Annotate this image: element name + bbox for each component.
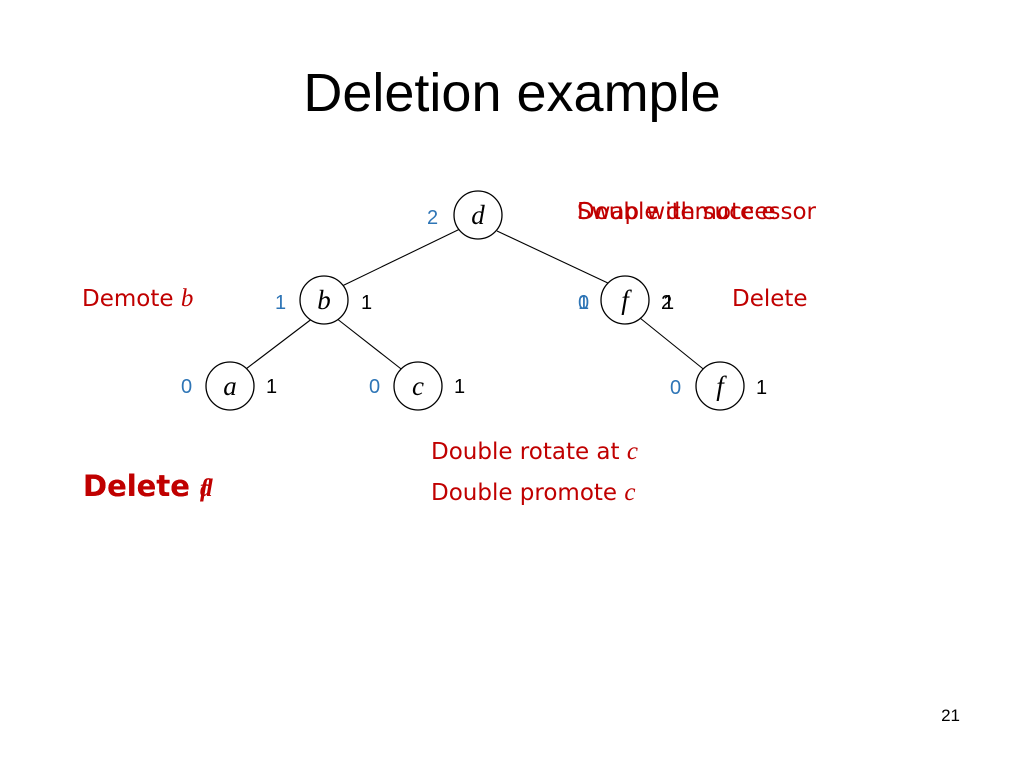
rank-label: 1 <box>361 292 372 314</box>
annotation-delete: Delete <box>732 286 808 312</box>
node-label: f <box>621 285 632 315</box>
annotation-variable: f <box>200 475 209 502</box>
rank-label: 0 <box>181 376 192 398</box>
node-b: b <box>299 275 349 325</box>
rank-label: 1 <box>266 376 277 398</box>
node-d: d <box>453 190 503 240</box>
annotation-demote-b: Demote b <box>82 285 193 313</box>
rank-label-overlay: 1 <box>578 292 589 314</box>
node-f-bottom: f <box>695 361 745 411</box>
rank-label: 2 <box>427 207 438 229</box>
annotation-double-rotate: Double rotate at c <box>431 438 638 466</box>
rank-label: 1 <box>756 377 767 399</box>
node-label: a <box>223 371 237 401</box>
annotation-double-demote: Double demote e <box>577 199 776 225</box>
annotation-text: Delete <box>83 469 190 503</box>
node-a: a <box>205 361 255 411</box>
annotation-text: Double rotate at <box>431 439 620 465</box>
edge-f-f <box>639 317 708 373</box>
annotation-delete-main: Delete d <box>83 469 213 503</box>
annotation-text: Demote <box>82 286 174 312</box>
edge-b-c <box>335 317 406 373</box>
rank-label: 0 <box>369 376 380 398</box>
edge-d-f <box>496 230 611 285</box>
annotation-swap-with-successor: Swap with successor <box>577 199 817 225</box>
annotation-variable: c <box>626 438 638 465</box>
node-label: d <box>471 200 485 230</box>
node-f-top: f <box>600 275 650 325</box>
annotation-delete-main-overlay: Delete f <box>83 469 208 503</box>
node-label: f <box>716 371 727 401</box>
edge-d-b <box>339 227 463 288</box>
annotation-text: Delete <box>83 469 190 503</box>
annotation-variable: b <box>180 285 194 312</box>
annotation-variable: d <box>200 475 213 502</box>
edge-b-a <box>241 317 314 373</box>
annotation-variable: c <box>624 479 636 506</box>
rank-label: 0 <box>578 292 589 314</box>
node-label: c <box>412 371 424 401</box>
page-number: 21 <box>941 706 960 725</box>
node-c: c <box>393 361 443 411</box>
rank-label-overlay: 1 <box>663 292 674 314</box>
rank-label: 1 <box>454 376 465 398</box>
slide-title: Deletion example <box>303 63 721 123</box>
node-label: b <box>317 285 331 315</box>
rank-label: 0 <box>670 377 681 399</box>
annotation-text: Double promote <box>431 480 618 506</box>
rank-label: 2 <box>661 292 672 314</box>
rank-label: 1 <box>275 292 286 314</box>
annotation-double-promote: Double promote c <box>431 479 636 507</box>
